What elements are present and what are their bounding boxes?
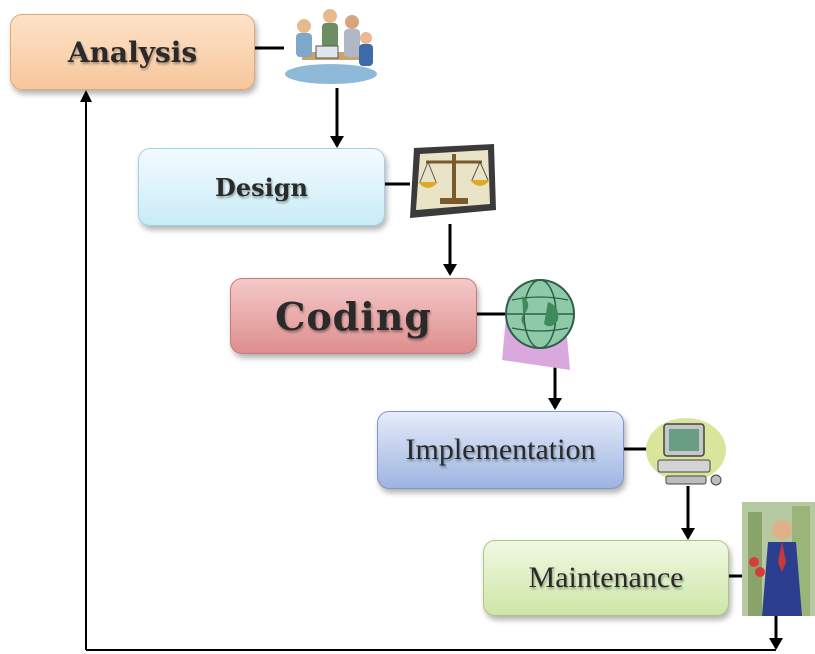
stage-analysis-label: Analysis <box>67 35 198 69</box>
stage-coding-label: Coding <box>275 293 432 339</box>
stage-implementation-label: Implementation <box>405 433 596 466</box>
stage-maintenance: Maintenance <box>483 540 729 616</box>
stage-implementation: Implementation <box>377 411 624 489</box>
globe-icon <box>502 279 575 370</box>
computer-icon <box>646 418 726 486</box>
businessman-icon <box>742 502 815 616</box>
stage-maintenance-label: Maintenance <box>528 561 684 594</box>
stage-analysis: Analysis <box>10 14 255 90</box>
stage-design: Design <box>138 148 385 226</box>
balance-scale-icon <box>410 144 496 218</box>
stage-design-label: Design <box>215 172 308 202</box>
stage-coding: Coding <box>230 278 477 354</box>
team-meeting-icon <box>285 9 377 84</box>
